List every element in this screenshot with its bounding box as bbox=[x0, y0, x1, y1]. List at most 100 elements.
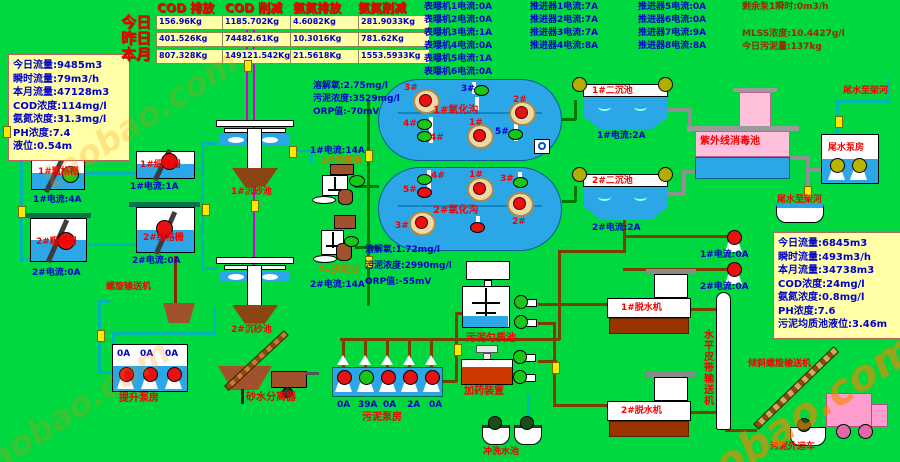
mix-tank-pump[interactable] bbox=[514, 295, 528, 309]
return-pump-2-body bbox=[725, 273, 742, 284]
valve-icon[interactable] bbox=[804, 186, 812, 198]
valve-icon[interactable] bbox=[454, 344, 462, 356]
return-pump-1-current: 1#电流:0A bbox=[700, 250, 749, 260]
check-valve-icon[interactable] bbox=[381, 355, 393, 365]
sand-separator-label: 砂水分离器 bbox=[246, 392, 296, 403]
summary-value-cell: 281.9033Kg bbox=[358, 15, 430, 30]
valve-icon[interactable] bbox=[3, 126, 11, 138]
check-valve-icon[interactable] bbox=[359, 355, 371, 365]
coarse-screen-2-light[interactable] bbox=[57, 232, 75, 250]
wash-pump[interactable] bbox=[520, 416, 534, 430]
sludge-pump-body bbox=[379, 381, 396, 392]
valve-icon[interactable] bbox=[365, 150, 373, 162]
tailwater-tub bbox=[776, 204, 824, 223]
mix-tank-pump[interactable] bbox=[514, 315, 528, 329]
propeller[interactable] bbox=[417, 119, 432, 130]
uv-chimney-cap bbox=[733, 88, 777, 92]
valve-icon[interactable] bbox=[365, 256, 373, 268]
pipe bbox=[835, 100, 890, 103]
grit-tank-1-shaft bbox=[247, 128, 262, 170]
return-pump-2[interactable] bbox=[727, 262, 742, 277]
coarse-screen-1-light[interactable] bbox=[62, 166, 79, 183]
tail-pump[interactable] bbox=[852, 158, 867, 173]
sludge-pump[interactable] bbox=[403, 370, 418, 385]
anaerobic-1-light[interactable] bbox=[349, 175, 365, 187]
propeller[interactable] bbox=[417, 187, 432, 198]
check-valve-icon[interactable] bbox=[425, 355, 437, 365]
lift-pump[interactable] bbox=[167, 367, 182, 382]
plant-stat: MLSS浓度:10.4427g/l bbox=[742, 29, 845, 39]
truck-wheel-icon[interactable] bbox=[858, 424, 873, 439]
surface-aerator-light[interactable] bbox=[473, 129, 486, 142]
surface-aerator[interactable] bbox=[409, 211, 436, 236]
anaerobic-2-light[interactable] bbox=[344, 236, 359, 247]
pipe bbox=[195, 167, 203, 170]
fine-screen-1-light[interactable] bbox=[161, 153, 178, 170]
outlet-stat: 瞬时流量:493m3/h bbox=[778, 251, 872, 263]
anaerobic-1-base bbox=[312, 196, 336, 204]
probe-2-reading: ORP值:-55mV bbox=[365, 277, 432, 287]
dosing-pump[interactable] bbox=[513, 350, 527, 364]
propeller[interactable] bbox=[470, 222, 485, 233]
clarifier-drive[interactable] bbox=[658, 167, 673, 182]
dosing-pump[interactable] bbox=[513, 370, 527, 384]
valve-icon[interactable] bbox=[835, 116, 843, 128]
valve-icon[interactable] bbox=[18, 206, 26, 218]
fine-screen-2-lid bbox=[129, 202, 200, 207]
tail-pump[interactable] bbox=[830, 158, 845, 173]
fine-screen-1-current: 1#电流:1A bbox=[130, 182, 179, 192]
surface-aerator[interactable] bbox=[507, 192, 534, 217]
return-pump-1[interactable] bbox=[727, 230, 742, 245]
check-valve-icon[interactable] bbox=[403, 355, 415, 365]
sludge-pump[interactable] bbox=[359, 370, 374, 385]
anaerobic-2-current: 2#电流:14A bbox=[310, 280, 365, 290]
wash-pump[interactable] bbox=[488, 416, 502, 430]
clarifier-drive[interactable] bbox=[658, 77, 673, 92]
inlet-stat: 今日流量:9485m3 bbox=[13, 60, 103, 71]
summary-col-header: 氨氮排放 bbox=[293, 1, 342, 15]
lift-pump[interactable] bbox=[119, 367, 134, 382]
valve-icon[interactable] bbox=[202, 204, 210, 216]
propeller[interactable] bbox=[508, 129, 523, 140]
sand-separator-leg bbox=[241, 389, 244, 404]
outlet-stat: 今日流量:6845m3 bbox=[778, 238, 868, 249]
lift-pump[interactable] bbox=[143, 367, 158, 382]
sludge-pump[interactable] bbox=[381, 370, 396, 385]
surface-aerator-light[interactable] bbox=[415, 216, 428, 229]
fine-screen-2-light[interactable] bbox=[156, 220, 173, 237]
sludge-pump-current: 0A bbox=[337, 400, 351, 410]
sludge-tub-pump[interactable] bbox=[797, 418, 811, 432]
sludge-pump[interactable] bbox=[337, 370, 352, 385]
summary-value-cell: 21.5618Kg bbox=[290, 49, 360, 64]
propeller[interactable] bbox=[417, 174, 432, 185]
clarifier-drive[interactable] bbox=[572, 167, 587, 182]
valve-icon[interactable] bbox=[251, 200, 259, 212]
dewater-1-band bbox=[607, 298, 691, 318]
pipe bbox=[408, 341, 411, 368]
valve-icon[interactable] bbox=[289, 146, 297, 158]
sludge-pump-body bbox=[423, 381, 440, 392]
aerator-current: 表曝机1电流:0A bbox=[424, 2, 493, 12]
surface-aerator-light[interactable] bbox=[419, 94, 432, 107]
uv-hall bbox=[695, 131, 790, 157]
valve-icon[interactable] bbox=[244, 60, 252, 72]
valve-icon[interactable] bbox=[552, 362, 560, 374]
sand-cart-wheel-icon[interactable] bbox=[282, 387, 293, 398]
surface-aerator-light[interactable] bbox=[515, 106, 528, 119]
surface-aerator-light[interactable] bbox=[513, 197, 526, 210]
surface-aerator-light[interactable] bbox=[473, 182, 486, 195]
check-valve-icon[interactable] bbox=[337, 355, 349, 365]
valve-icon[interactable] bbox=[97, 330, 105, 342]
sludge-pump[interactable] bbox=[425, 370, 440, 385]
propeller[interactable] bbox=[513, 177, 528, 188]
probe-2-reading: 污泥浓度:2990mg/l bbox=[365, 261, 452, 271]
clarifier-drive[interactable] bbox=[572, 77, 587, 92]
pipe bbox=[98, 371, 114, 374]
propeller[interactable] bbox=[474, 85, 489, 96]
truck-wheel-icon[interactable] bbox=[836, 424, 851, 439]
propeller[interactable] bbox=[417, 131, 432, 142]
pipe bbox=[87, 243, 137, 246]
ditch-baffle bbox=[475, 97, 479, 110]
clarifier-2-label: 2#二沉池 bbox=[592, 176, 633, 186]
surface-aerator[interactable] bbox=[413, 89, 440, 114]
